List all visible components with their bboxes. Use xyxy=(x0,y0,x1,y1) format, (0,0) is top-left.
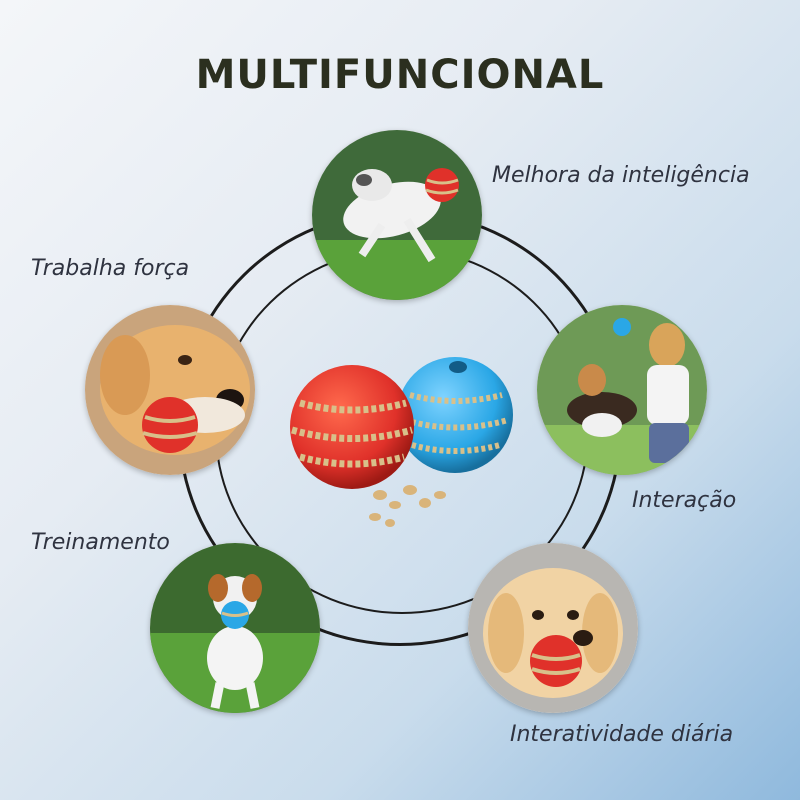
feature-label-daily-interactivity: Interatividade diária xyxy=(510,722,734,747)
photo-terrier-running xyxy=(150,543,320,713)
feature-label-strength: Trabalha força xyxy=(31,256,190,281)
page-title: MULTIFUNCIONAL xyxy=(195,52,605,98)
center-product-image xyxy=(290,357,513,527)
photo-puppy-with-ball xyxy=(468,543,638,713)
photo-woman-with-dog xyxy=(537,305,707,475)
feature-label-training: Treinamento xyxy=(31,530,170,555)
photo-dog-jumping xyxy=(312,130,482,300)
blue-ball xyxy=(397,357,513,473)
feature-label-interaction: Interação xyxy=(632,488,737,513)
red-ball xyxy=(290,365,414,489)
treats xyxy=(369,485,446,527)
feature-label-intelligence: Melhora da inteligência xyxy=(492,163,750,188)
photo-dog-biting-ball xyxy=(85,305,255,475)
